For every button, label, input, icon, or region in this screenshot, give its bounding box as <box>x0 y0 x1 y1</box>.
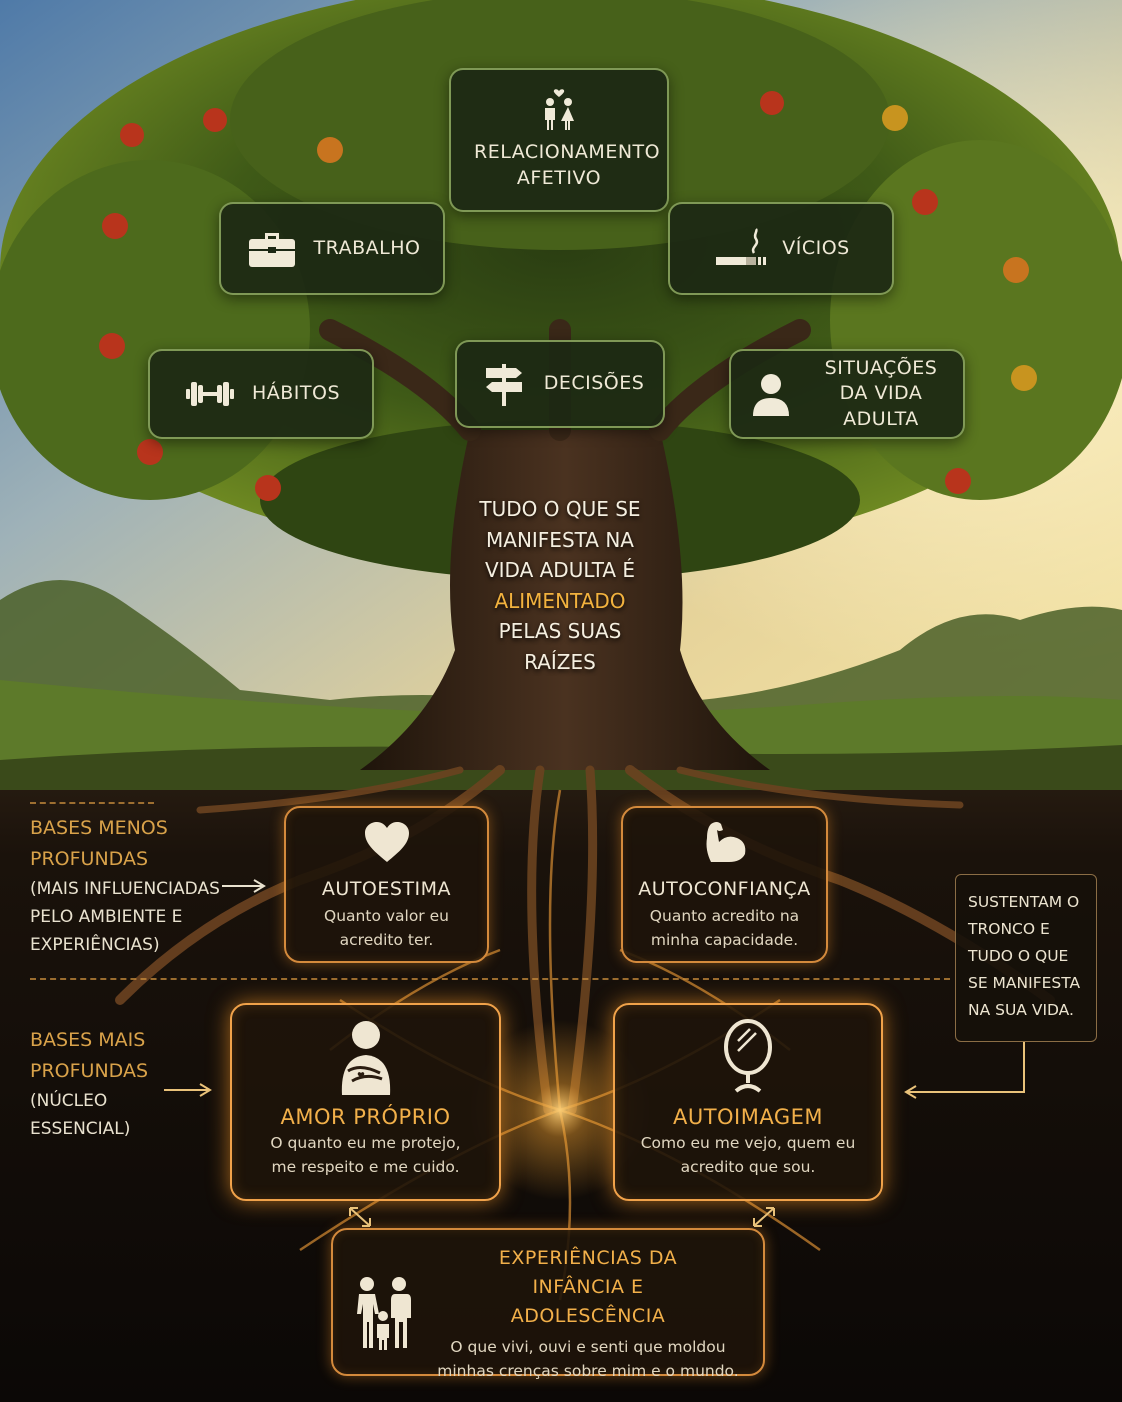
middle-divider <box>30 978 950 980</box>
note-title: BASES MENOS PROFUNDAS <box>30 817 168 870</box>
branch-trabalho: TRABALHO <box>219 202 445 295</box>
double-arrow-icon <box>753 1207 775 1227</box>
root-description: Quanto acredito na minha capacidade. <box>649 907 800 949</box>
note-text: SUSTENTAM O TRONCO E TUDO O QUE SE MANIF… <box>968 893 1081 1019</box>
branch-situacoes: SITUAÇÕES DA VIDA ADULTA <box>729 349 965 439</box>
arrow-left-icon <box>904 1042 1025 1099</box>
trunk-message-highlight: ALIMENTADO <box>494 588 626 613</box>
briefcase-icon <box>244 227 300 271</box>
root-title: AMOR PRÓPRIO <box>280 1105 451 1129</box>
dumbbell-icon <box>182 372 238 416</box>
branch-vicios: VÍCIOS <box>668 202 894 295</box>
branch-label: VÍCIOS <box>782 236 850 259</box>
branch-decisoes: DECISÕES <box>455 340 665 428</box>
person-icon <box>743 372 799 416</box>
root-description: O quanto eu me protejo, me respeito e me… <box>270 1134 461 1176</box>
branch-label: DECISÕES <box>543 372 645 395</box>
branch-label: TRABALHO <box>313 236 421 259</box>
branch-relacionamento: RELACIONAMENTO AFETIVO <box>449 68 669 212</box>
root-autoconfianca: AUTOCONFIANÇA Quanto acredito na minha c… <box>621 806 828 963</box>
trunk-message-part1: TUDO O QUE SE MANIFESTA NA VIDA ADULTA É <box>479 497 641 582</box>
root-description: O que vivi, ouvi e senti que moldou minh… <box>437 1338 739 1380</box>
arrow-right-icon <box>222 879 266 893</box>
root-autoestima: AUTOESTIMA Quanto valor eu acredito ter. <box>284 806 489 963</box>
branch-label: HÁBITOS <box>251 382 341 405</box>
branch-label: RELACIONAMENTO AFETIVO <box>474 141 661 189</box>
root-description: Como eu me vejo, quem eu acredito que so… <box>640 1134 856 1176</box>
signpost-icon <box>476 362 532 406</box>
note-bases-menos-profundas: BASES MENOS PROFUNDAS (MAIS INFLUENCIADA… <box>30 813 230 959</box>
trunk-message-part2: PELAS SUAS RAÍZES <box>498 619 622 674</box>
double-arrow-icon <box>349 1207 371 1227</box>
top-divider <box>30 802 154 804</box>
cigarette-icon <box>712 227 768 271</box>
branch-label: SITUAÇÕES DA VIDA ADULTA <box>824 356 938 430</box>
root-autoimagem: AUTOIMAGEM Como eu me vejo, quem eu acre… <box>613 1003 883 1201</box>
self-hug-icon <box>341 1021 390 1095</box>
root-amor-proprio: AMOR PRÓPRIO O quanto eu me protejo, me … <box>230 1003 501 1201</box>
root-title: AUTOESTIMA <box>321 878 452 900</box>
arrow-right-icon <box>164 1083 212 1097</box>
note-sustentam: SUSTENTAM O TRONCO E TUDO O QUE SE MANIF… <box>955 874 1097 1042</box>
trunk-message: TUDO O QUE SE MANIFESTA NA VIDA ADULTA É… <box>470 494 650 677</box>
root-experiencias: EXPERIÊNCIAS DA INFÂNCIA E ADOLESCÊNCIA … <box>331 1228 765 1380</box>
note-subtitle: (MAIS INFLUENCIADAS PELO AMBIENTE E EXPE… <box>30 879 220 955</box>
note-bases-mais-profundas: BASES MAIS PROFUNDAS (NÚCLEO ESSENCIAL) <box>30 1025 200 1143</box>
root-title: AUTOCONFIANÇA <box>638 878 811 900</box>
family-icon <box>357 1276 411 1350</box>
root-description: Quanto valor eu acredito ter. <box>324 907 449 949</box>
mirror-icon <box>724 1019 772 1093</box>
note-subtitle: (NÚCLEO ESSENCIAL) <box>30 1091 131 1139</box>
root-title: EXPERIÊNCIAS DA INFÂNCIA E ADOLESCÊNCIA <box>498 1247 678 1327</box>
root-title: AUTOIMAGEM <box>672 1105 824 1129</box>
note-title: BASES MAIS PROFUNDAS <box>30 1029 149 1082</box>
heart-icon <box>364 822 409 862</box>
couple-icon <box>531 88 587 132</box>
flexed-arm-icon <box>706 822 745 862</box>
branch-habitos: HÁBITOS <box>148 349 374 439</box>
